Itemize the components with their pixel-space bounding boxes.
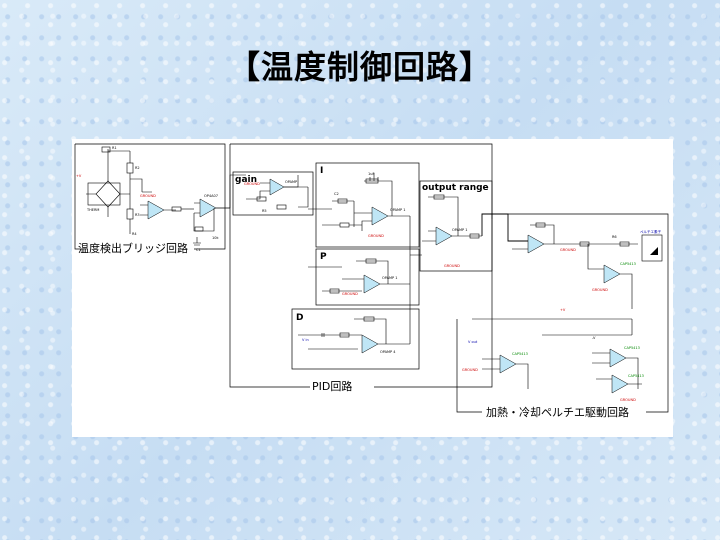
gain-block — [232, 171, 314, 216]
cap-tag-1: CAP5413 — [620, 262, 636, 266]
d-block — [291, 308, 420, 370]
cap-tag-2: CAP5413 — [512, 352, 528, 356]
page-title: 【温度制御回路】 — [227, 48, 492, 86]
gain-opamp-tag: OPAMP — [285, 180, 297, 184]
gain-label: gain — [235, 175, 257, 185]
c2-tag: C2 — [334, 192, 339, 196]
ground-tag-8: GROUND — [462, 368, 478, 372]
output-range-block: output range OPAMP 1 GROUND — [419, 180, 493, 272]
d-input-tag: V in — [302, 338, 309, 342]
r3-tag: R3 — [135, 213, 140, 217]
d-label: D — [296, 313, 303, 323]
out-opamp-tag: OPAMP 1 — [452, 228, 468, 232]
r4-tag: R4 — [132, 232, 137, 236]
p-opamp-tag: OPAMP 1 — [382, 276, 398, 280]
ground-tag-1: GROUND — [140, 194, 156, 198]
peltier-tag: ペルチエ素子 — [640, 229, 661, 234]
supply-tag-2: +V — [560, 308, 566, 312]
driver-label: 加熱・冷却ペルチエ駆動回路 — [486, 405, 629, 419]
ground-tag-4: GROUND — [342, 292, 358, 296]
opamp-tag-1: OP4A07 — [204, 194, 218, 198]
uf-tag: 1uF — [368, 172, 374, 176]
driver-block: 加熱・冷却ペルチエ駆動回路 CAP5413 GROUND GROUND R6 ペ… — [456, 213, 669, 419]
cap-tag-3: CAP5413 — [624, 346, 640, 350]
pid-block: PID回路 gain OPAMP GROUND R5 I OPAMP 1 GRO… — [229, 143, 493, 393]
r2-tag: R2 — [135, 166, 140, 170]
r6-tag: R6 — [612, 235, 617, 239]
ground-tag-5: GROUND — [444, 264, 460, 268]
therm-tag: THERM — [86, 208, 99, 212]
output-range-label: output range — [422, 183, 489, 193]
driver-vin-tag: V out — [468, 340, 478, 344]
i-opamp-tag: OPAMP 1 — [390, 208, 406, 212]
cap-tag-4: CAP5413 — [628, 374, 644, 378]
r1-tag: R1 — [112, 146, 117, 150]
ground-tag-7: GROUND — [560, 248, 576, 252]
p-block — [315, 248, 420, 306]
neg-tag: -V — [592, 336, 596, 340]
circuit-schematic: +V R1 R2 R3 THERM GROUND OP4A07 R4 10k C… — [72, 139, 673, 437]
ohm-tag-1: 10k — [212, 236, 219, 240]
r5-tag: R5 — [262, 209, 267, 213]
supply-tag: +V — [76, 174, 82, 178]
ground-tag-6: GROUND — [592, 288, 608, 292]
ground-tag-2: GROUND — [244, 182, 260, 186]
i-label: I — [320, 166, 323, 176]
d-opamp-tag: OPAMP 4 — [380, 350, 396, 354]
bridge-label: 温度検出ブリッジ回路 — [78, 241, 188, 255]
c1-tag: C1 — [196, 248, 201, 252]
ground-tag-3: GROUND — [368, 234, 384, 238]
i-block — [315, 162, 420, 248]
p-label: P — [320, 252, 327, 262]
ground-tag-9: GROUND — [620, 398, 636, 402]
bridge-circuit: +V R1 R2 R3 THERM GROUND OP4A07 R4 10k C… — [74, 143, 230, 255]
pid-label: PID回路 — [312, 380, 352, 393]
